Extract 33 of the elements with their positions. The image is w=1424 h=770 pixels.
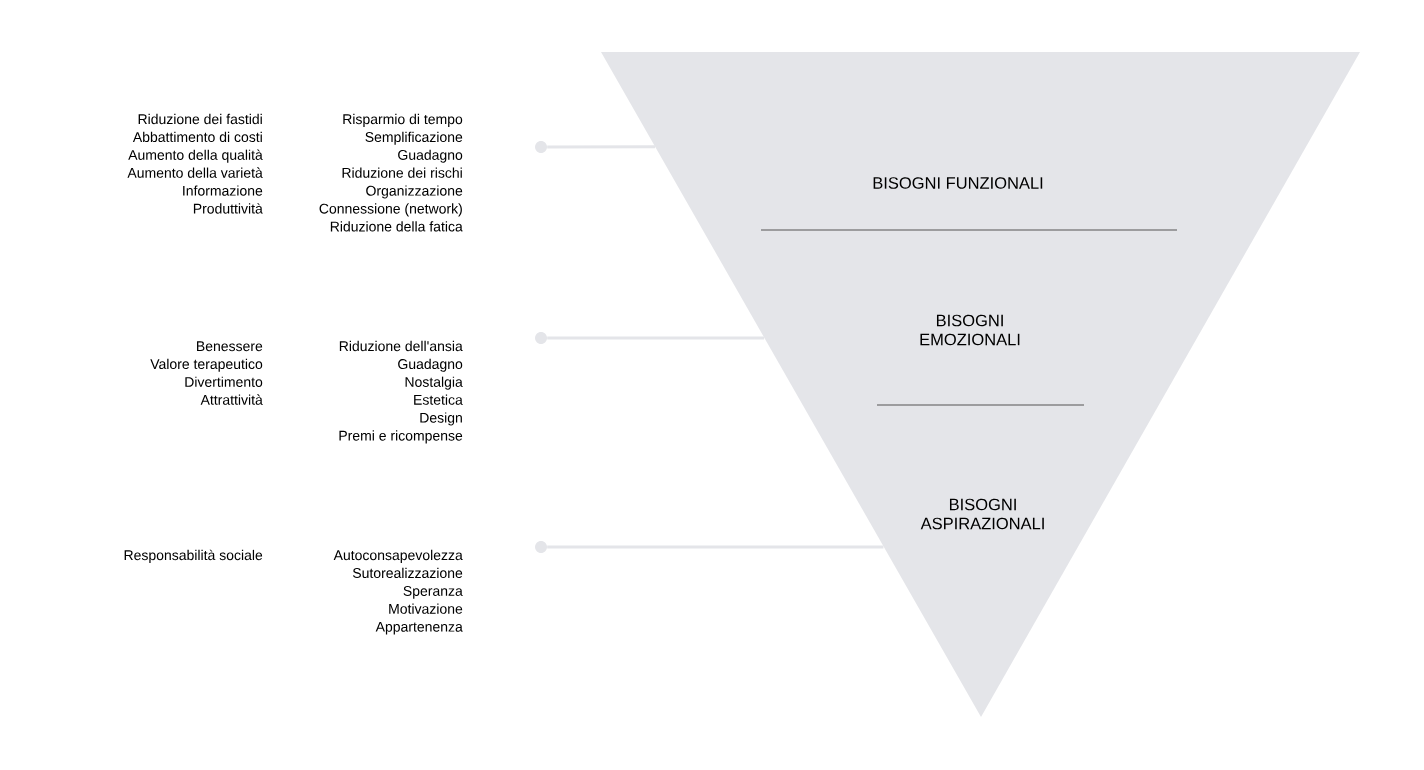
need-item: Benessere — [197, 341, 263, 352]
need-item: Riduzione della fatica — [330, 221, 463, 232]
need-item: Riduzione dell'ansia — [339, 340, 463, 352]
need-item: Divertimento — [185, 376, 263, 387]
need-item: Aumento della varietà — [127, 167, 263, 178]
need-item: Semplificazione — [365, 131, 463, 145]
need-item: Abbattimento di costi — [132, 131, 262, 143]
need-item: Motivazione — [389, 603, 463, 614]
funnel-triangle — [601, 52, 1360, 717]
need-item: Sutorealizzazione — [352, 567, 463, 579]
need-item: Informazione — [183, 185, 263, 196]
need-item: Guadagno — [398, 358, 463, 372]
need-item: Appartenenza — [375, 621, 463, 635]
need-item: Responsabilità sociale — [124, 549, 263, 563]
need-item: Connessione (network) — [319, 203, 462, 217]
section-label: BISOGNI ASPIRAZIONALI — [920, 498, 1044, 530]
need-item: Speranza — [403, 586, 463, 599]
need-item: Organizzazione — [366, 185, 463, 199]
need-item: Estetica — [414, 394, 463, 405]
need-item: Premi e ricompense — [339, 430, 463, 444]
need-item: Risparmio di tempo — [343, 113, 463, 127]
need-item: Attrattività — [200, 394, 263, 405]
need-item: Aumento della qualità — [128, 149, 263, 163]
need-item: Valore terapeutico — [150, 358, 263, 372]
need-item: Riduzione dei rischi — [342, 167, 462, 178]
need-item: Nostalgia — [405, 376, 463, 390]
section-label: BISOGNI EMOZIONALI — [920, 314, 1020, 346]
need-item: Produttività — [193, 203, 263, 214]
need-item: Autoconsapevolezza — [333, 549, 463, 563]
need-item: Design — [420, 412, 462, 426]
need-item: Riduzione dei fastidi — [138, 113, 262, 125]
need-item: Guadagno — [398, 149, 463, 163]
section-label: BISOGNI FUNZIONALI — [873, 177, 1043, 189]
